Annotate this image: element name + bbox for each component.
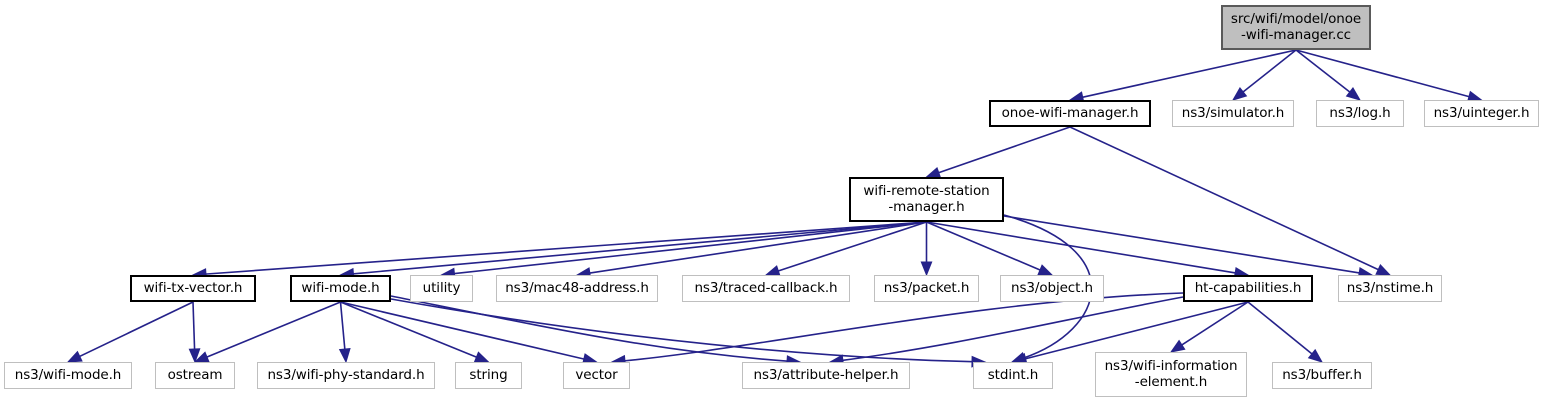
graph-node-stdint[interactable]: stdint.h	[973, 362, 1053, 389]
graph-node-wifi_mode_h[interactable]: wifi-mode.h	[290, 275, 391, 302]
edge-wrsm-to-nstime	[1003, 215, 1374, 279]
graph-node-wifi_tx_vec[interactable]: wifi-tx-vector.h	[130, 275, 256, 302]
edge-wrsm-to-wifi_mode_h	[339, 221, 927, 280]
graph-node-phy_standard[interactable]: ns3/wifi-phy-standard.h	[257, 362, 435, 389]
graph-node-string[interactable]: string	[455, 362, 522, 389]
edge-root-to-simulator	[1231, 49, 1297, 101]
edge-wifi_mode_h-to-attr_helper	[390, 295, 802, 367]
edge-wrsm-to-wifi_tx_vec	[191, 221, 927, 280]
edge-wrsm-to-traced_cb	[764, 221, 927, 277]
edge-root-to-uinteger	[1295, 49, 1483, 103]
edge-wifi_mode_h-to-phy_standard	[338, 301, 351, 364]
edge-root-to-log	[1295, 49, 1362, 101]
edge-ht_cap-to-buffer	[1247, 301, 1324, 363]
graph-node-simulator[interactable]: ns3/simulator.h	[1172, 100, 1294, 127]
graph-node-utility[interactable]: utility	[410, 275, 473, 302]
graph-node-onoe_h[interactable]: onoe-wifi-manager.h	[989, 100, 1151, 127]
edge-root-to-onoe_h	[1068, 49, 1297, 103]
edge-ht_cap-to-wifi_info_el	[1169, 301, 1249, 353]
graph-node-ns3_wifi_mode[interactable]: ns3/wifi-mode.h	[4, 362, 132, 389]
graph-node-packet[interactable]: ns3/packet.h	[874, 275, 979, 302]
edge-wrsm-to-object	[926, 221, 1054, 276]
graph-node-vector[interactable]: vector	[563, 362, 630, 389]
edge-wrsm-to-mac48	[575, 221, 927, 279]
graph-node-nstime[interactable]: ns3/nstime.h	[1338, 275, 1442, 302]
edge-wifi_mode_h-to-stdint	[390, 298, 987, 368]
edge-wifi_mode_h-to-ostream	[193, 301, 341, 363]
edge-wifi_mode_h-to-vector	[340, 301, 598, 365]
edge-wifi_tx_vec-to-ns3_wifi_mode	[66, 301, 194, 363]
graph-node-traced_cb[interactable]: ns3/traced-callback.h	[682, 275, 850, 302]
graph-node-object[interactable]: ns3/object.h	[1000, 275, 1104, 302]
graph-node-wrsm[interactable]: wifi-remote-station -manager.h	[849, 177, 1004, 222]
graph-node-ostream[interactable]: ostream	[155, 362, 235, 389]
graph-node-root[interactable]: src/wifi/model/onoe -wifi-manager.cc	[1221, 5, 1371, 50]
graph-node-wifi_info_el[interactable]: ns3/wifi-information -element.h	[1095, 352, 1247, 397]
graph-node-buffer[interactable]: ns3/buffer.h	[1272, 362, 1372, 389]
graph-node-ht_cap[interactable]: ht-capabilities.h	[1183, 275, 1313, 302]
edge-onoe_h-to-wrsm	[925, 126, 1071, 179]
graph-node-log[interactable]: ns3/log.h	[1316, 100, 1404, 127]
graph-node-uinteger[interactable]: ns3/uinteger.h	[1424, 100, 1539, 127]
edge-wifi_mode_h-to-string	[340, 301, 490, 363]
edge-wrsm-to-packet	[920, 222, 933, 277]
edge-wrsm-to-utility	[440, 221, 927, 280]
edge-wrsm-to-ht_cap	[926, 221, 1250, 279]
graph-node-mac48[interactable]: ns3/mac48-address.h	[496, 275, 658, 302]
edge-wifi_tx_vec-to-ostream	[188, 301, 201, 364]
edge-onoe_h-to-nstime	[1069, 126, 1392, 276]
graph-node-attr_helper[interactable]: ns3/attribute-helper.h	[742, 362, 910, 389]
